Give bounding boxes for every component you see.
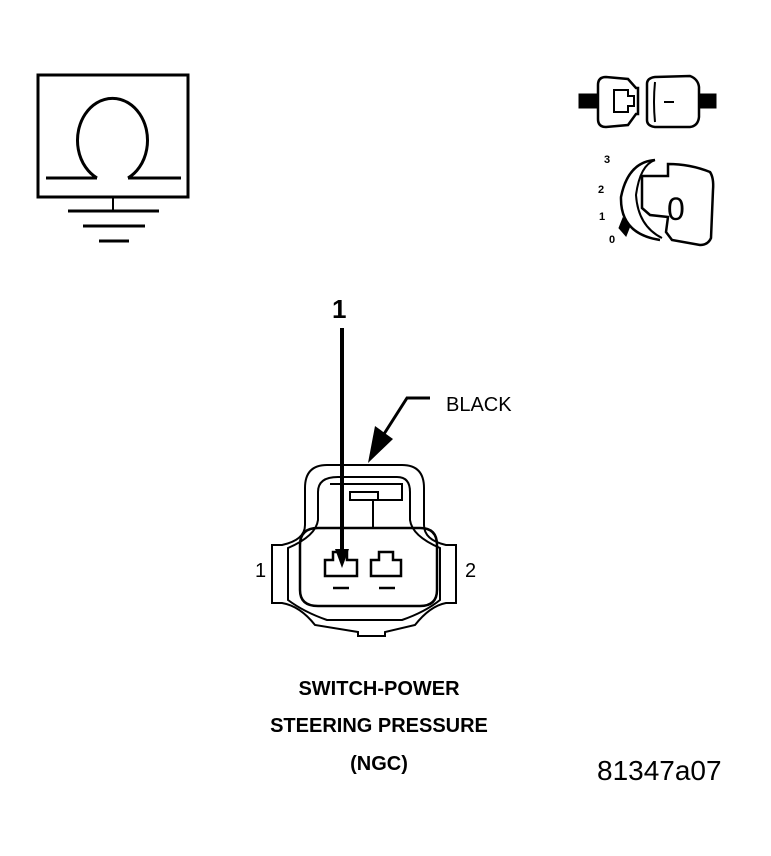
- key-position-3: 3: [604, 154, 611, 166]
- key-position-2: 2: [598, 184, 605, 196]
- title-line-1: SWITCH-POWER: [298, 678, 460, 700]
- key-position-1: 1: [599, 211, 606, 223]
- connector-face: [271, 464, 457, 637]
- figure-id: 81347a07: [597, 755, 722, 786]
- title-line-3: (NGC): [350, 753, 408, 775]
- pin-label-left: 1: [255, 560, 267, 582]
- key-position-0: 0: [609, 234, 616, 246]
- ignition-key-off-icon: [618, 158, 715, 247]
- color-leader-arrow: [368, 396, 430, 463]
- probe-pin-number: 1: [332, 294, 347, 324]
- connector-color-label: BLACK: [446, 394, 512, 416]
- probe-arrow: [335, 328, 349, 568]
- ohm-meter-ground-icon: [36, 73, 190, 243]
- key-letter: 0: [667, 191, 685, 227]
- title-line-2: STEERING PRESSURE: [270, 715, 488, 737]
- pin-label-right: 2: [465, 560, 477, 582]
- connector-disconnected-icon: [578, 74, 717, 129]
